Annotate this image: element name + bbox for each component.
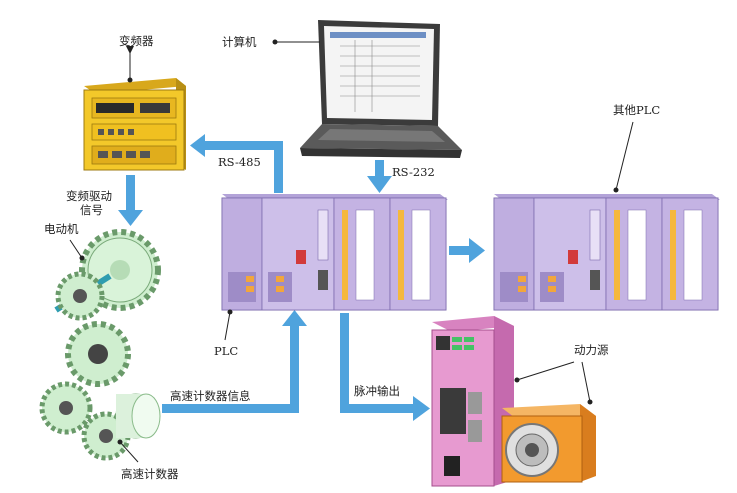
motor-gears [39, 229, 161, 461]
power-source-label: 动力源 [574, 343, 609, 357]
rs232-label: RS-232 [392, 165, 435, 179]
computer-label: 计算机 [222, 35, 257, 49]
other-plc-label: 其他PLC [613, 103, 660, 117]
drive-signal-label-2: 信号 [80, 203, 103, 217]
inverter-device [83, 78, 186, 171]
plc-other-device [493, 194, 720, 311]
high-speed-counter-label: 高速计数器 [121, 467, 179, 481]
pulse-output-arrow [340, 313, 430, 421]
counter-info-label: 高速计数器信息 [170, 389, 251, 403]
flow-arrows [118, 134, 485, 421]
plc-main-device [221, 194, 448, 311]
rs485-label: RS-485 [218, 155, 261, 169]
rs232-arrow [367, 160, 392, 193]
drive-signal-label-1: 变频驱动 [66, 189, 112, 203]
plc-link-arrow [449, 238, 485, 263]
computer-device [300, 20, 462, 158]
plc-label: PLC [214, 344, 238, 358]
other-plc-leader [615, 121, 634, 191]
drive-signal-arrow [118, 175, 143, 226]
power-leader-1 [516, 361, 575, 381]
motor-label: 电动机 [44, 222, 79, 236]
counter-leader [119, 441, 139, 463]
inverter-label: 变频器 [119, 34, 154, 48]
plc-leader [224, 311, 231, 341]
servo-driver-device [431, 316, 514, 487]
counter-arrow [162, 310, 307, 413]
motor-leader [69, 239, 83, 259]
rs485-arrow [190, 134, 283, 193]
power-leader-2 [581, 361, 591, 403]
servo-motor-device [501, 404, 596, 483]
pulse-output-label: 脉冲输出 [354, 384, 400, 398]
